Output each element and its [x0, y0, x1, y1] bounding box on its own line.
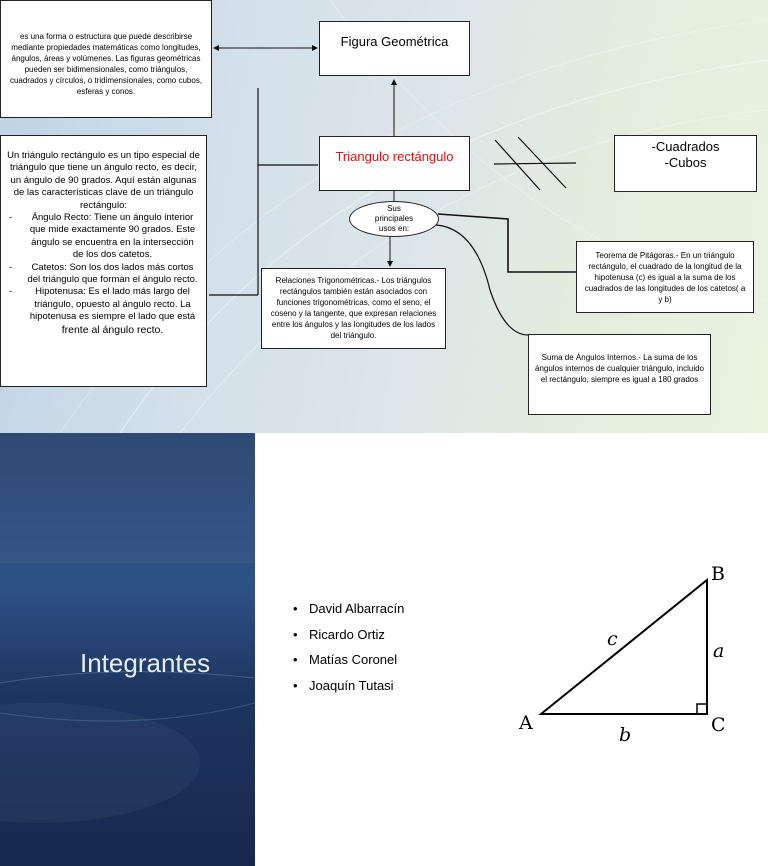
slide-title: Integrantes [80, 648, 211, 678]
figura-geometrica-box: Figura Geométrica [319, 21, 470, 76]
list-item: David Albarracín [293, 596, 404, 622]
vertex-label-b: B [711, 563, 725, 585]
pitagoras-text: Teorema de Pitágoras.- En un triángulo r… [584, 251, 746, 304]
triangulo-title: Triangulo rectángulo [335, 149, 454, 164]
slide-content: David Albarracín Ricardo Ortiz Matías Co… [255, 433, 768, 866]
side-label-a: a [713, 640, 724, 662]
definition-text: es una forma o estructura que puede desc… [9, 32, 203, 96]
vertex-label-c: C [711, 714, 726, 736]
shape-cubos: -Cubos [664, 155, 707, 170]
triangle-characteristics-list: -Ángulo Recto: Tiene un ángulo interior … [7, 212, 200, 337]
geometric-figure-definition: es una forma o estructura que puede desc… [0, 0, 212, 118]
ellipse-text: Sus principales usos en: [374, 204, 414, 233]
side-label-c: c [607, 628, 618, 650]
list-item: Matías Coronel [293, 647, 404, 673]
uses-ellipse: Sus principales usos en: [349, 201, 439, 237]
concept-map: es una forma o estructura que puede desc… [0, 0, 768, 433]
list-item: -Ángulo Recto: Tiene un ángulo interior … [9, 212, 196, 261]
triangle-definition-intro: Un triángulo rectángulo es un tipo espec… [7, 150, 200, 211]
slide-title-panel: Integrantes [0, 433, 255, 866]
right-triangle-definition: Un triángulo rectángulo es un tipo espec… [0, 135, 207, 387]
right-triangle-figure: B A C a b c [518, 563, 726, 746]
background-waves [0, 433, 255, 823]
list-item: Ricardo Ortiz [293, 622, 404, 648]
vertex-label-a: A [518, 712, 533, 734]
side-label-b: b [619, 724, 631, 746]
suma-text: Suma de Ángulos Internos.- La suma de lo… [535, 353, 704, 384]
triangulo-rectangulo-box: Triangulo rectángulo [319, 136, 470, 191]
list-item: Joaquín Tutasi [293, 673, 404, 699]
triangle-shape [538, 577, 708, 715]
trig-relations-box: Relaciones Trigonométricas.- Los triángu… [261, 268, 446, 349]
list-item: -Hipotenusa: Es el lado más largo del tr… [9, 286, 196, 336]
trig-text: Relaciones Trigonométricas.- Los triángu… [270, 276, 437, 340]
angle-sum-box: Suma de Ángulos Internos.- La suma de lo… [528, 334, 711, 415]
list-item: -Catetos: Son los dos lados más cortos d… [9, 261, 198, 286]
members-list: David Albarracín Ricardo Ortiz Matías Co… [293, 596, 404, 698]
other-shapes-box: -Cuadrados -Cubos [614, 135, 757, 192]
definition-last-line: frente al ángulo recto. [61, 323, 164, 336]
shape-cuadrados: -Cuadrados [651, 139, 720, 154]
figura-title: Figura Geométrica [340, 34, 449, 49]
right-angle-marker [696, 703, 708, 715]
connector-lines [209, 45, 577, 336]
pythagoras-box: Teorema de Pitágoras.- En un triángulo r… [576, 241, 754, 313]
